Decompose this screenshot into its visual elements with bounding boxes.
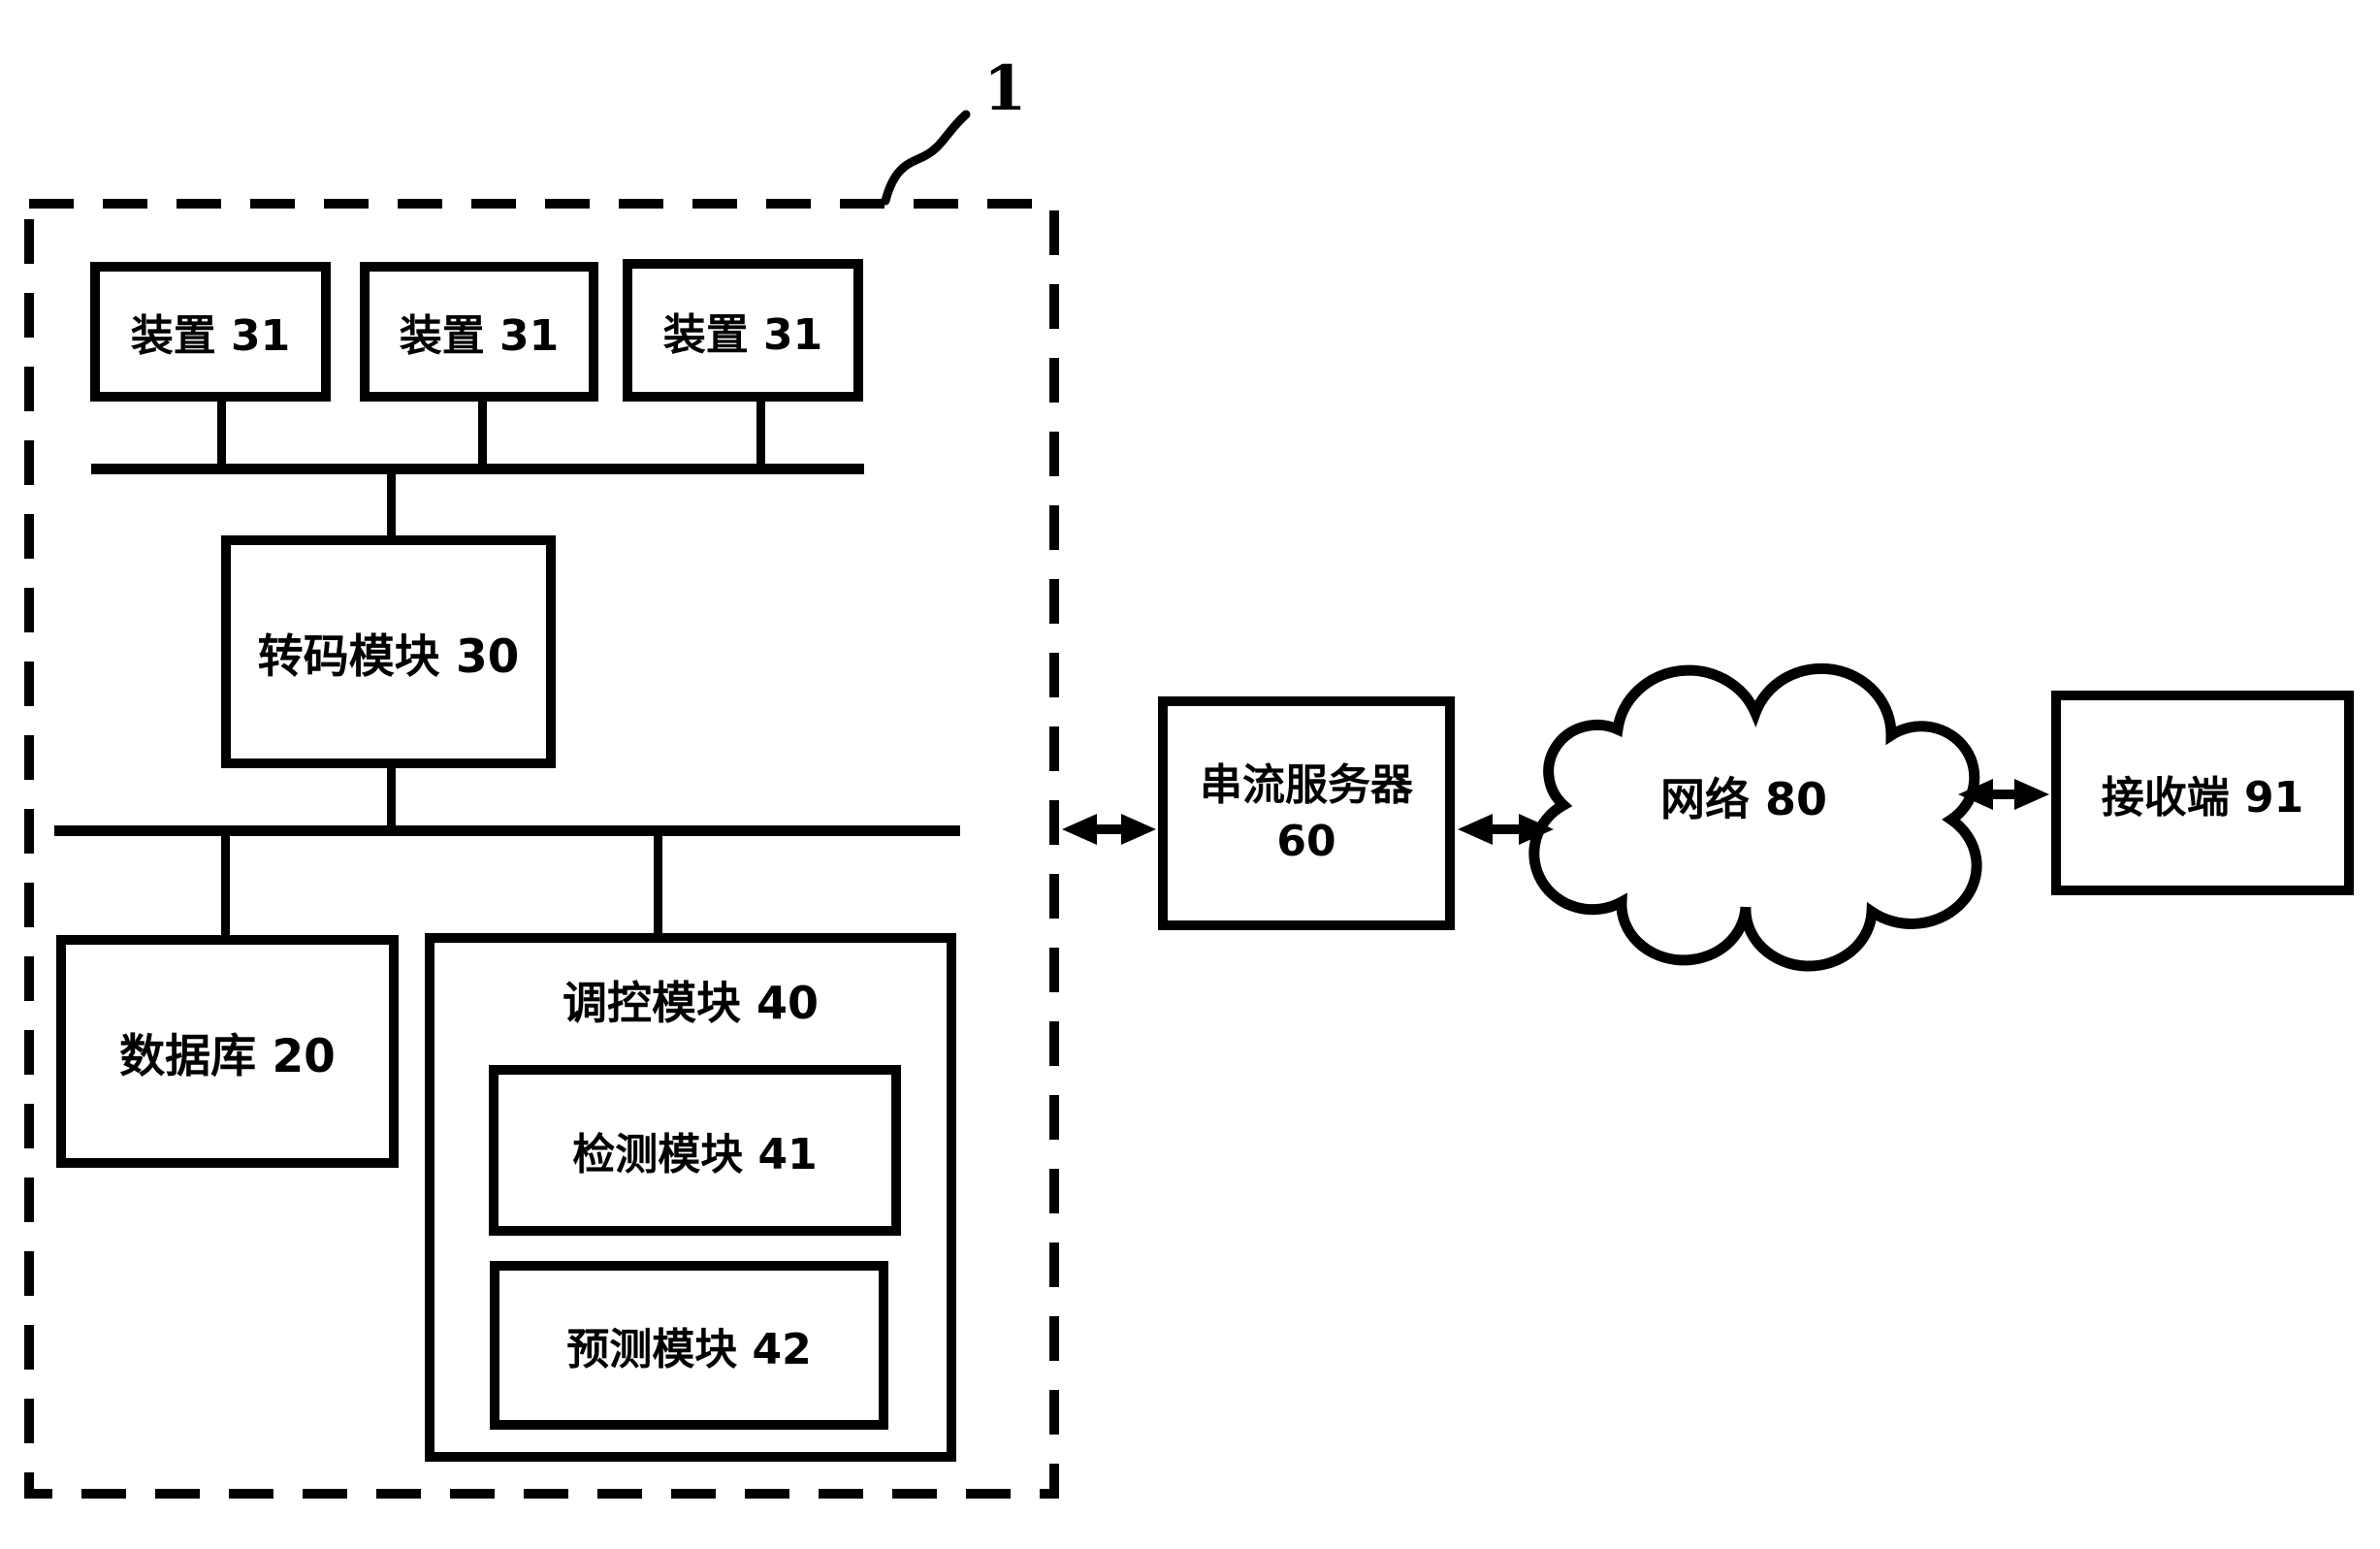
network-cloud-shape <box>1528 662 1982 972</box>
database-box: 数据库 20 <box>56 935 399 1168</box>
streaming-server-label-line2: 60 <box>1276 816 1336 866</box>
transcode-module-box: 转码模块 30 <box>221 535 556 768</box>
connector-bus-control <box>654 835 662 935</box>
connector-device1-bus <box>217 398 226 471</box>
bus-line-bottom <box>54 825 960 836</box>
bus-line-top <box>91 464 864 474</box>
device-box-1-label: 装置 31 <box>130 311 291 361</box>
reference-leader-squiggle <box>881 110 971 206</box>
control-module-label: 调控模块 40 <box>562 977 820 1029</box>
streaming-server-label-line1: 串流服务器 <box>1200 760 1413 811</box>
arrow-server-to-network <box>1458 814 1554 845</box>
device-box-3: 装置 31 <box>623 259 863 402</box>
transcode-module-label: 转码模块 30 <box>257 629 520 684</box>
network-cloud-label: 网络 80 <box>1659 773 1828 825</box>
device-box-3-label: 装置 31 <box>662 309 823 360</box>
detection-module-label: 检测模块 41 <box>572 1130 818 1179</box>
system-boundary-dashed-box <box>24 199 1059 1499</box>
connector-transcode-bus <box>387 764 396 832</box>
device-box-2-label: 装置 31 <box>399 311 560 361</box>
connector-bus-database <box>221 835 230 937</box>
arrow-boundary-to-server <box>1062 814 1156 845</box>
connector-device2-bus <box>478 398 487 471</box>
receiver-label: 接收端 91 <box>2101 772 2304 823</box>
receiver-box: 接收端 91 <box>2051 691 2354 895</box>
device-box-1: 装置 31 <box>90 262 331 402</box>
figure-reference-label: 1 <box>983 52 1027 125</box>
arrow-network-to-receiver <box>1958 779 2049 810</box>
database-label: 数据库 20 <box>119 1029 336 1083</box>
streaming-server-box: 串流服务器 60 <box>1158 696 1455 930</box>
connector-bus-transcode <box>387 473 396 539</box>
device-box-2: 装置 31 <box>360 262 598 402</box>
prediction-module-label: 预测模块 42 <box>566 1325 812 1374</box>
prediction-module-box: 预测模块 42 <box>490 1261 888 1430</box>
detection-module-box: 检测模块 41 <box>489 1065 901 1236</box>
connector-device3-bus <box>756 398 765 471</box>
